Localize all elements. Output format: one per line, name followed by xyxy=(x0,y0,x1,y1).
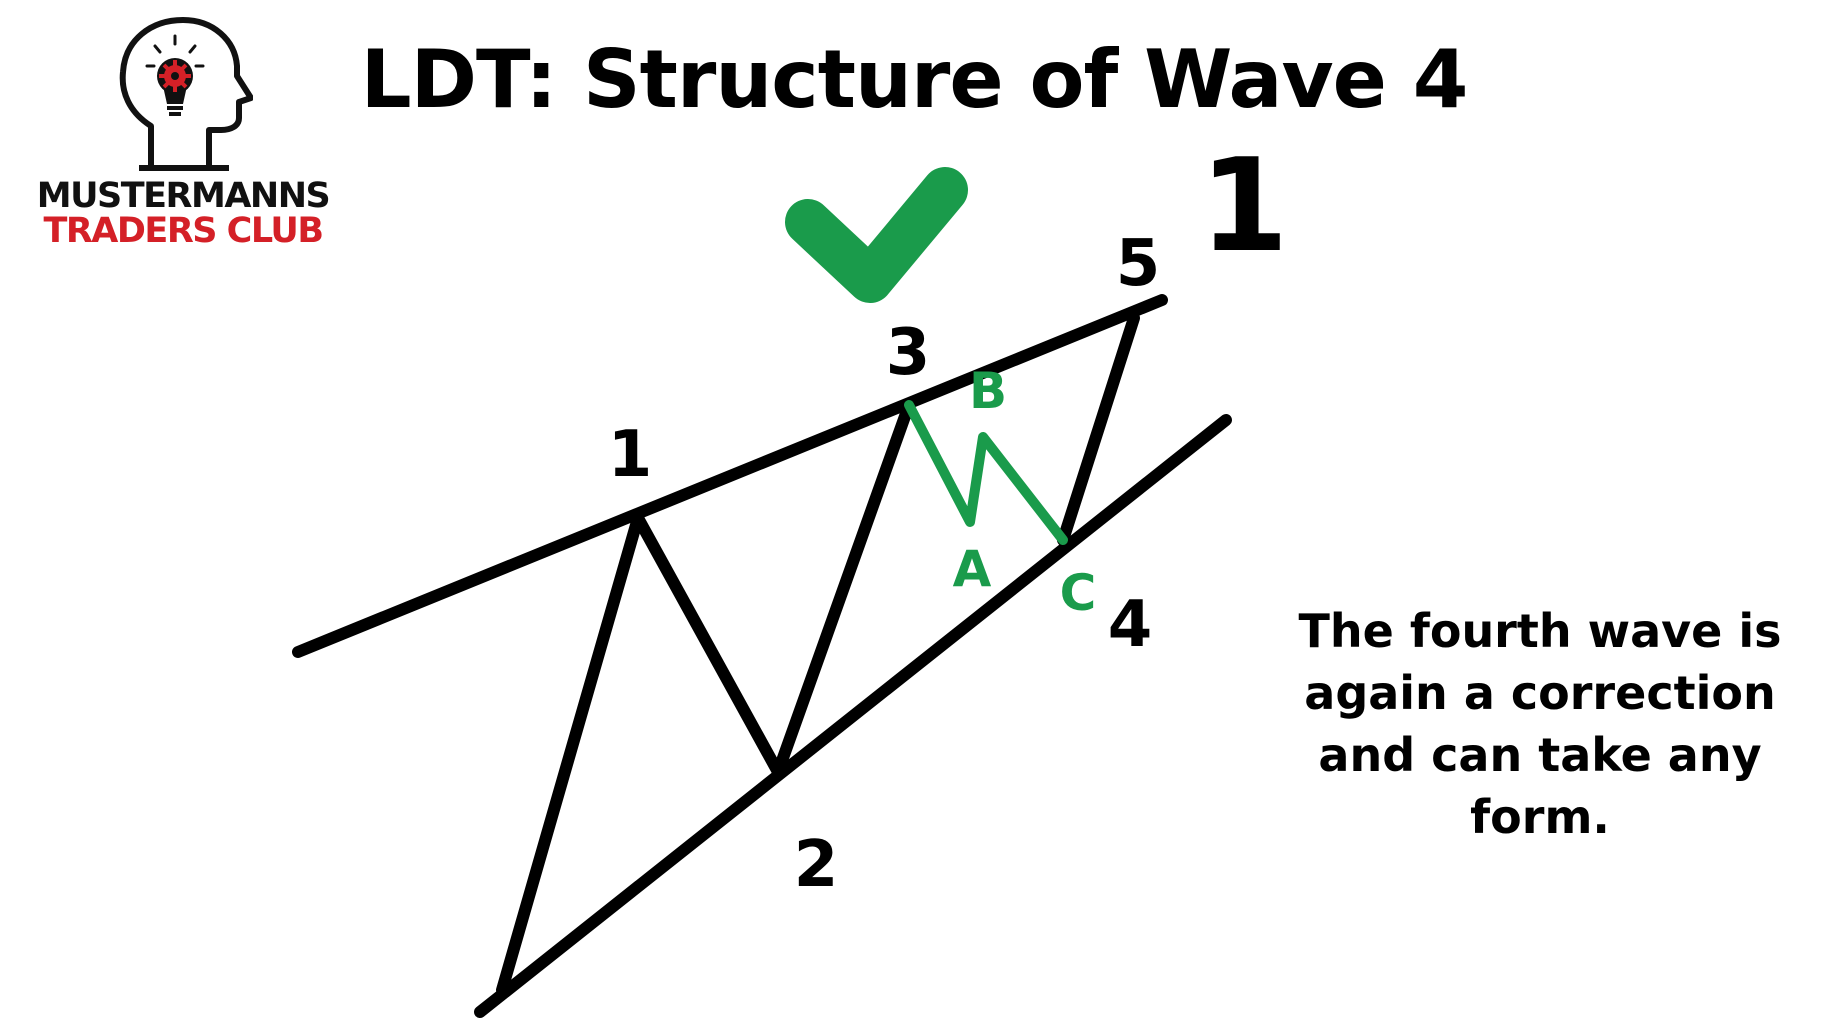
upper-trendline xyxy=(292,294,1168,658)
checkmark-icon xyxy=(785,167,968,303)
wave-label-5: 5 xyxy=(1116,227,1161,301)
wave-4-abc-path xyxy=(904,400,1068,545)
wave-label-1: 1 xyxy=(608,418,653,492)
caption-text: The fourth wave is again a correction an… xyxy=(1298,604,1782,844)
correction-label-a: A xyxy=(953,540,992,598)
logo-text-line2: TRADERS CLUB xyxy=(43,211,324,251)
correction-label-b: B xyxy=(969,362,1007,420)
page-title: LDT: Structure of Wave 4 xyxy=(360,33,1469,126)
logo-text-line1: MUSTERMANNS xyxy=(36,176,331,216)
lower-trendline xyxy=(474,414,1232,1018)
impulse-waves-path xyxy=(496,399,915,996)
wave-5-path xyxy=(1057,312,1140,546)
correction-label-c: C xyxy=(1060,564,1097,622)
wave-label-4: 4 xyxy=(1108,588,1153,662)
head-lightbulb-gear-icon xyxy=(119,17,253,171)
higher-degree-label: 1 xyxy=(1199,132,1288,281)
club-logo: MUSTERMANNS TRADERS CLUB xyxy=(28,14,338,254)
wave-label-3: 3 xyxy=(886,316,931,390)
wave-label-2: 2 xyxy=(794,828,839,902)
